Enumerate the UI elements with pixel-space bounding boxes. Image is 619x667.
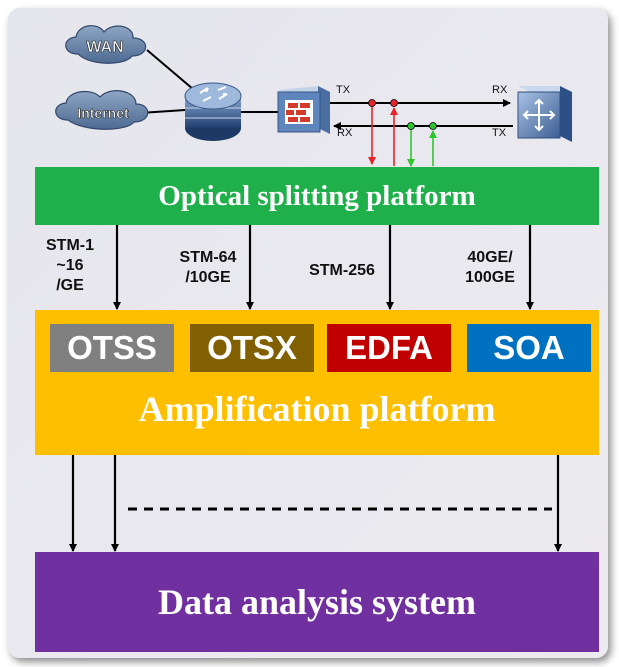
amplification-title: Amplification platform bbox=[138, 389, 496, 429]
internet-label: Internet bbox=[77, 105, 129, 121]
rx-label-right: RX bbox=[492, 84, 508, 96]
rate-label-2: STM-64 /10GE bbox=[179, 249, 237, 286]
module-edfa: EDFA bbox=[327, 324, 451, 372]
optical-splitting-platform: Optical splitting platform bbox=[35, 167, 599, 225]
firewall-icon bbox=[277, 86, 330, 134]
rate-label-3: STM-256 bbox=[309, 262, 375, 279]
rate-label-1: STM-1 ~16 /GE bbox=[46, 237, 94, 294]
wan-cloud-icon: WAN bbox=[65, 25, 147, 64]
amplification-platform: OTSS OTSX EDFA SOA Amplification platfor… bbox=[35, 310, 599, 455]
data-analysis-system: Data analysis system bbox=[35, 552, 599, 652]
optical-splitting-title: Optical splitting platform bbox=[158, 179, 476, 212]
wan-label: WAN bbox=[86, 39, 123, 56]
tx-label-left: TX bbox=[336, 84, 351, 96]
module-otsx: OTSX bbox=[190, 324, 314, 372]
data-analysis-title: Data analysis system bbox=[157, 582, 476, 622]
router-icon bbox=[184, 82, 242, 141]
module-otss: OTSS bbox=[50, 324, 174, 372]
internet-cloud-icon: Internet bbox=[55, 90, 149, 130]
rx-label-left: RX bbox=[337, 127, 353, 139]
module-soa: SOA bbox=[467, 324, 591, 372]
tx-label-right: TX bbox=[492, 127, 507, 139]
rate-label-4: 40GE/ 100GE bbox=[465, 249, 515, 286]
switch-icon bbox=[517, 86, 572, 142]
